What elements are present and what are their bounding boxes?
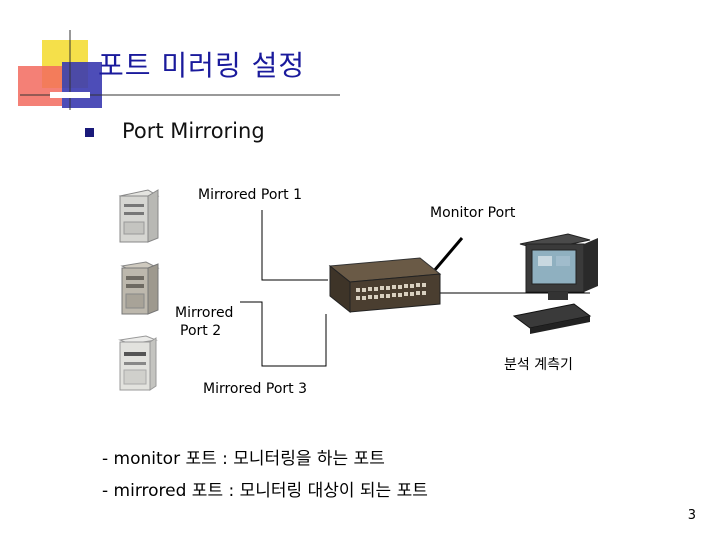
server-icon-3 [120, 336, 156, 390]
server-icon-1 [120, 190, 158, 242]
label-analyzer: 분석 계측기 [504, 356, 573, 374]
label-monitor-port: Monitor Port [430, 204, 515, 222]
port2-3-connection-line [240, 302, 326, 366]
page-number: 3 [688, 508, 696, 523]
label-mirrored-port-2-line1: Mirrored [175, 304, 233, 322]
note-mirrored-port: - mirrored 포트 : 모니터링 대상이 되는 포트 [102, 476, 428, 501]
label-mirrored-port-1: Mirrored Port 1 [198, 186, 302, 204]
label-mirrored-port-3: Mirrored Port 3 [203, 380, 307, 398]
note-monitor-port: - monitor 포트 : 모니터링을 하는 포트 [102, 444, 385, 469]
analyzer-computer-icon [514, 234, 598, 334]
port1-connection-line [262, 210, 328, 280]
network-switch-icon [330, 258, 440, 312]
server-icon-2 [122, 262, 158, 314]
label-mirrored-port-2-line2: Port 2 [180, 322, 221, 340]
